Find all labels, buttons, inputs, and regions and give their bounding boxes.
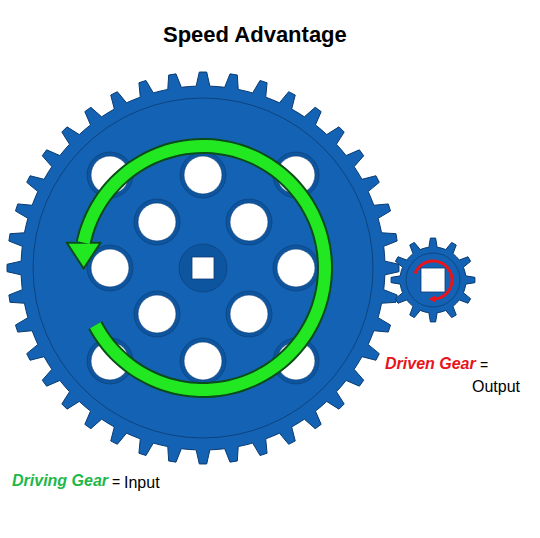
axle-hole [421,268,445,292]
label-text: Input [124,474,160,492]
gear-body [391,238,475,322]
hole-ring [180,152,226,198]
gear-hole [138,203,176,241]
axle-hole [192,257,214,279]
gear-hole [230,203,268,241]
gear-rim [33,98,373,438]
arrow-outline [84,146,325,390]
gear-label: Driving Gear [12,472,108,490]
gear-hole [91,249,129,287]
label-text: Output [472,378,520,396]
axle-ring [179,244,227,292]
label-text: = [112,474,120,490]
gear-hole [230,295,268,333]
driving-gear [7,72,399,464]
rotation-arrow [415,261,452,299]
gear-body [7,72,399,464]
hole-ring [226,199,272,245]
gear-rim [406,253,460,307]
hole-ring [134,199,180,245]
hole-ring [134,291,180,337]
gear-hole [184,156,222,194]
hole-ring [226,291,272,337]
hole-ring [180,338,226,384]
driven-gear [391,238,475,322]
gear-hole [277,249,315,287]
gear-hole [138,295,176,333]
gear-label: Driven Gear [385,355,476,373]
gear-hole [184,342,222,380]
arrow-head [67,243,101,269]
rotation-arrows [67,146,452,390]
hole-ring [273,245,319,291]
title: Speed Advantage [163,22,347,48]
label-text: = [480,357,488,373]
rotation-arrow [84,146,325,390]
